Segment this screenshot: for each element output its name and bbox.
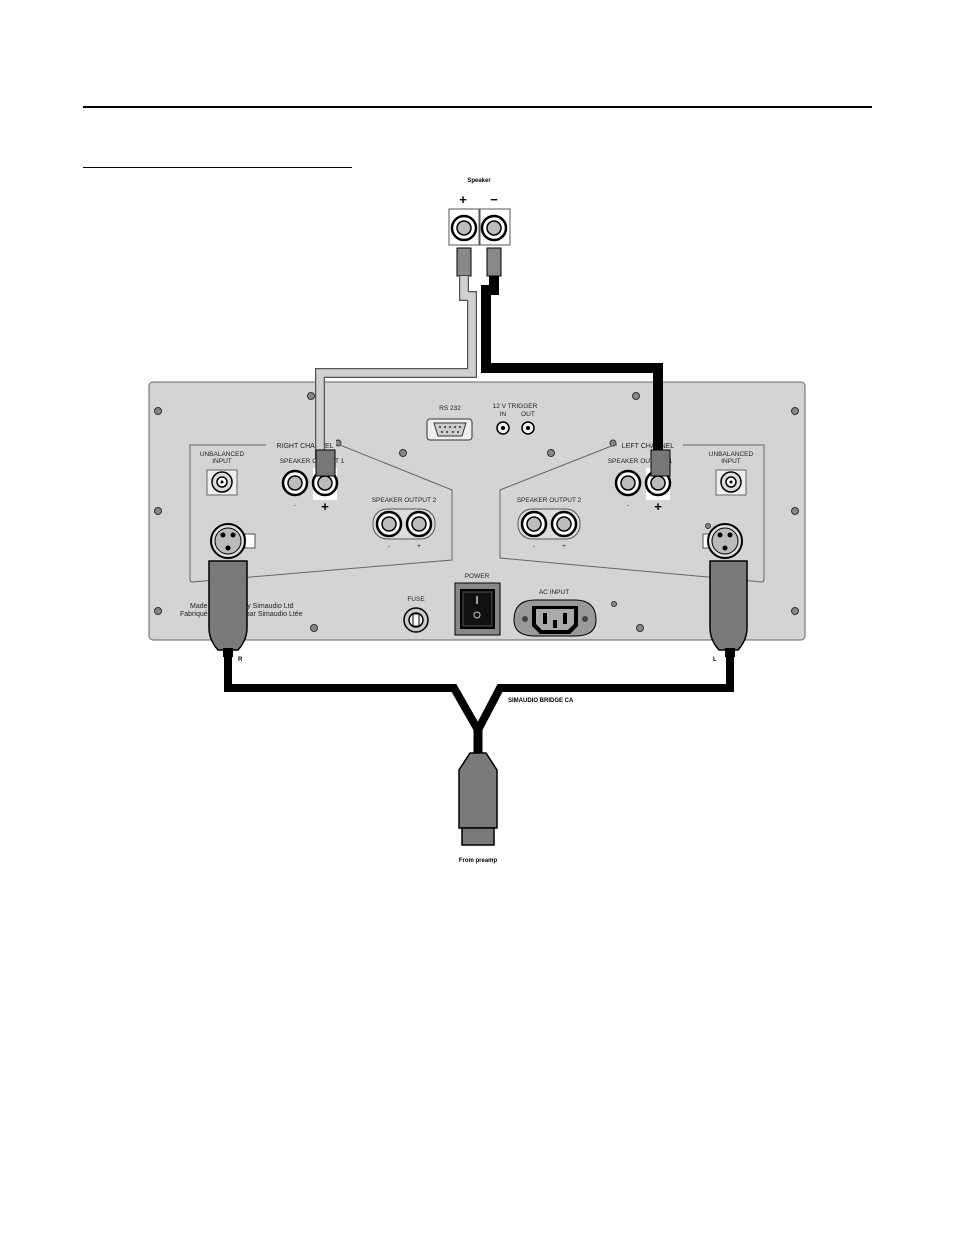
right-unbalanced-input: UNBALANCED INPUT: [200, 451, 245, 496]
ac-input-label: AC INPUT: [539, 589, 569, 596]
fuse-label: FUSE: [407, 596, 425, 603]
section-underline: [83, 167, 352, 168]
trigger-label: 12 V TRIGGER: [493, 403, 538, 410]
right-channel-label: RIGHT CHANNEL: [276, 443, 333, 450]
svg-text:+: +: [321, 499, 329, 514]
speaker-minus-label: −: [490, 192, 498, 207]
left-channel-outline: [499, 444, 765, 583]
right-xlr-plug: [208, 560, 248, 651]
speaker-terminals: Speaker + −: [448, 178, 511, 277]
rs232-label: RS 232: [439, 405, 461, 412]
svg-text:+: +: [562, 543, 566, 550]
svg-text:+: +: [417, 543, 421, 550]
speaker-plus-plug: [456, 247, 472, 277]
rs232-port: RS 232: [426, 405, 473, 441]
trigger-jacks: 12 V TRIGGER IN OUT: [493, 403, 538, 435]
left-xlr-input: [702, 523, 743, 559]
left-unbalanced-input: UNBALANCED INPUT: [709, 451, 754, 496]
power-switch: POWER: [454, 573, 501, 636]
speaker-plus-label: +: [459, 192, 467, 207]
left-xlr-plug: [709, 560, 748, 651]
speaker-minus-plug: [486, 247, 502, 277]
svg-text:-: -: [388, 543, 390, 550]
svg-text:UNBALANCED: UNBALANCED: [200, 451, 245, 458]
l-label: L: [713, 657, 717, 663]
bridge-cable: R L SIMAUDIO BRIDGE CA From preamp: [208, 560, 748, 864]
speaker-minus-terminal: [480, 214, 508, 242]
from-preamp-label: From preamp: [459, 858, 498, 864]
right-channel-outline: [189, 444, 453, 583]
speaker-cables: [315, 276, 671, 477]
svg-text:-: -: [533, 543, 535, 550]
trigger-out-label: OUT: [521, 411, 535, 418]
right-speaker-output-2: SPEAKER OUTPUT 2 - +: [372, 497, 437, 550]
left-speaker-output-1: SPEAKER OUTPUT 1 - +: [608, 458, 673, 514]
svg-text:UNBALANCED: UNBALANCED: [709, 451, 754, 458]
r-label: R: [238, 657, 243, 663]
svg-text:-: -: [627, 502, 629, 509]
svg-text:SPEAKER OUTPUT 1: SPEAKER OUTPUT 1: [608, 458, 673, 465]
svg-text:SPEAKER OUTPUT 1: SPEAKER OUTPUT 1: [280, 458, 345, 465]
svg-text:INPUT: INPUT: [721, 458, 741, 465]
left-speaker-plug: [650, 449, 671, 477]
svg-text:SPEAKER OUTPUT 2: SPEAKER OUTPUT 2: [517, 497, 582, 504]
power-label: POWER: [465, 573, 490, 580]
top-rule: [83, 106, 872, 108]
trigger-in-label: IN: [500, 411, 507, 418]
speaker-plus-terminal: [450, 214, 478, 242]
left-speaker-output-2: SPEAKER OUTPUT 2 - +: [517, 497, 582, 550]
ac-input-socket: AC INPUT: [513, 589, 597, 637]
panel-screws: [154, 392, 799, 632]
svg-text:+: +: [654, 499, 662, 514]
bridge-cable-label: SIMAUDIO BRIDGE CA: [508, 698, 574, 704]
right-xlr-input: [210, 523, 256, 559]
right-speaker-plug: [315, 449, 336, 477]
amplifier-rear-panel: RIGHT CHANNEL LEFT CHANNEL RS 232 12 V T…: [148, 381, 806, 641]
fuse-holder: FUSE: [403, 596, 429, 633]
speaker-title: Speaker: [467, 178, 491, 184]
preamp-plug: [458, 752, 498, 829]
svg-text:-: -: [294, 502, 296, 509]
svg-text:INPUT: INPUT: [212, 458, 232, 465]
left-channel-label: LEFT CHANNEL: [622, 443, 674, 450]
svg-text:SPEAKER OUTPUT 2: SPEAKER OUTPUT 2: [372, 497, 437, 504]
